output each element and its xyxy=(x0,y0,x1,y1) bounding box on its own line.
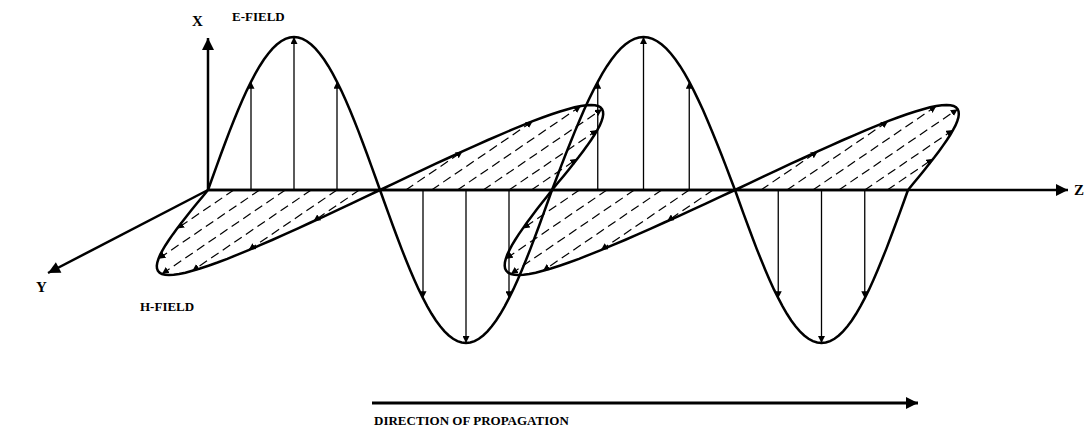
h-field-vector xyxy=(761,151,818,190)
h-field-vector xyxy=(667,190,713,221)
h-field-vector xyxy=(406,151,463,190)
h-field-vector xyxy=(457,106,580,190)
axis-label: Y xyxy=(36,280,47,295)
h-field-vector xyxy=(839,109,958,190)
e-field-vector xyxy=(508,190,509,298)
h-field-vector xyxy=(432,121,533,190)
e-field-vector xyxy=(465,190,466,343)
e-field-vector xyxy=(293,37,294,190)
e-field-lobe xyxy=(735,190,908,343)
h-field-vector xyxy=(887,159,933,190)
h-field-vector xyxy=(483,109,602,190)
propagation-arrow xyxy=(372,402,918,405)
e-field-vector xyxy=(597,82,598,190)
h-field-vector xyxy=(313,190,359,221)
h-field-vector xyxy=(787,121,888,190)
e-field-vector xyxy=(422,190,423,298)
e-field-lobe xyxy=(208,37,380,190)
h-field-vector xyxy=(158,190,259,259)
h-field-lobe xyxy=(735,105,959,190)
h-field-lobe xyxy=(157,190,380,275)
z-axis xyxy=(208,189,1068,192)
e-field-lobe xyxy=(380,190,552,343)
e-field-vector xyxy=(821,190,822,343)
h-field-vector xyxy=(601,190,689,250)
h-field-vector xyxy=(511,190,634,274)
field-label: H-FIELD xyxy=(140,300,194,313)
x-axis xyxy=(207,38,210,190)
h-field-vector xyxy=(509,130,597,190)
e-field-lobe xyxy=(552,37,735,190)
e-field-vector xyxy=(778,190,779,298)
h-field-vector xyxy=(249,190,337,250)
field-label: E-FIELD xyxy=(232,10,285,23)
e-field-vector xyxy=(643,37,644,190)
h-field-vector xyxy=(813,106,936,190)
axis-label: X xyxy=(192,14,203,29)
e-field-vector xyxy=(336,82,337,190)
y-axis xyxy=(48,190,208,273)
h-field-vector xyxy=(865,130,953,190)
h-field-vector xyxy=(543,190,662,271)
axis-label: Z xyxy=(1074,183,1084,198)
caption-label: DIRECTION OF PROPAGATION xyxy=(374,414,569,427)
e-field-vector xyxy=(689,82,690,190)
h-field-vector xyxy=(192,190,311,271)
h-field-vector xyxy=(162,190,285,274)
h-field-vector xyxy=(177,190,234,229)
e-field-vector xyxy=(250,82,251,190)
h-field-vector xyxy=(506,190,607,259)
e-field-vector xyxy=(864,190,865,298)
h-field-lobe xyxy=(505,190,735,275)
